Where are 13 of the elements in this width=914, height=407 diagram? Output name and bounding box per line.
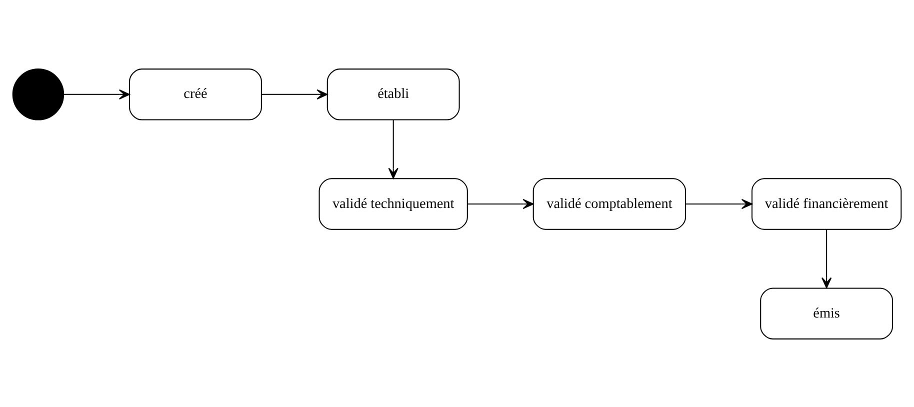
node-box: créé xyxy=(129,68,262,120)
node-box: émis xyxy=(760,287,894,339)
node-circle xyxy=(12,68,64,120)
node-box: validé techniquement xyxy=(318,178,468,230)
node-box: validé comptablement xyxy=(532,178,686,230)
arrow xyxy=(262,88,328,99)
arrow xyxy=(388,119,398,178)
arrow xyxy=(822,228,832,288)
node-box: validé financièrement xyxy=(751,178,902,230)
node-box: établi xyxy=(326,68,460,120)
arrow xyxy=(467,198,534,209)
arrow xyxy=(686,198,752,209)
arrow xyxy=(64,88,130,99)
